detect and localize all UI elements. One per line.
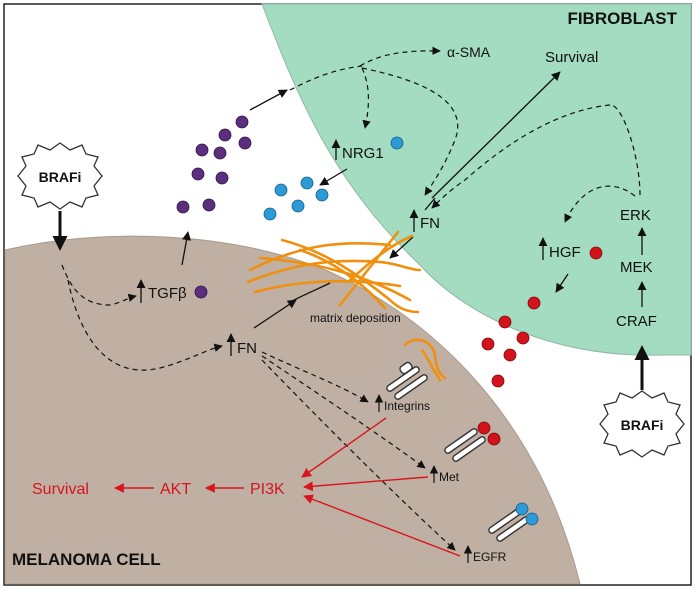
egfr-node: EGFR	[463, 545, 507, 564]
tgfb-dot	[176, 200, 190, 214]
nrg1-dot	[315, 188, 329, 202]
hgf-dot	[589, 246, 603, 260]
erk-to-fn-arrow	[431, 104, 611, 209]
fibroblast-survival-label: Survival	[545, 49, 598, 66]
fibroblast-region	[261, 3, 692, 356]
brafi-left-badge: BRAFi	[17, 142, 103, 210]
tgfb-dot	[238, 136, 252, 150]
matrix-deposition-label: matrix deposition	[310, 311, 401, 325]
melanoma-title: MELANOMA CELL	[12, 550, 161, 569]
hgf-dot	[491, 374, 505, 388]
integrins-label: Integrins	[384, 399, 430, 413]
fn-secretion-arrow	[389, 236, 414, 259]
met-receptor	[444, 428, 486, 462]
tgfb-dot	[218, 128, 232, 142]
hgf-secretion-arrow	[555, 273, 569, 293]
erk-signal-line	[611, 104, 641, 196]
nrg1-dot	[390, 136, 404, 150]
tgfb-dot	[213, 146, 227, 160]
tgfb-dot	[235, 115, 249, 129]
brafi-to-fn-arrow	[67, 279, 223, 371]
hgf-dot	[516, 331, 530, 345]
egfr-to-pi3k-arrow	[303, 494, 461, 557]
signal-to-fn-arrow	[361, 67, 459, 196]
fn-to-integrins-arrow	[261, 351, 369, 403]
nrg1-dot	[291, 199, 305, 213]
melanoma-survival-label: Survival	[32, 481, 89, 498]
nrg1-secretion-arrow	[319, 168, 348, 186]
nrg1-dot	[300, 176, 314, 190]
hgf-node: HGF	[538, 237, 603, 261]
tgfb-label: TGFβ	[148, 285, 187, 302]
nrg1-node: NRG1	[331, 136, 404, 162]
asma-label: α-SMA	[447, 44, 491, 60]
brafi-to-tgfb-arrow	[61, 264, 137, 306]
integrin-fiber	[420, 348, 442, 382]
tgfb-to-fibroblast-arrow	[249, 89, 288, 111]
tgfb-signal-line	[289, 65, 363, 91]
tgfb-node-dot	[194, 285, 208, 299]
egfr-label: EGFR	[473, 550, 507, 564]
fn-to-egfr-arrow	[261, 359, 456, 551]
melanoma-fn-label: FN	[237, 340, 257, 357]
met-hgf-dot	[477, 421, 491, 435]
fibroblast-fn-label: FN	[420, 215, 440, 232]
hgf-dot	[503, 348, 517, 362]
akt-label: AKT	[160, 481, 191, 498]
craf-label: CRAF	[616, 313, 657, 330]
matrix-fibers	[246, 230, 422, 314]
integrins-to-pi3k-arrow	[301, 417, 387, 478]
signal-to-nrg1-arrow	[361, 67, 371, 129]
nrg1-dot	[263, 207, 277, 221]
fn-to-matrix-arrow	[253, 299, 297, 329]
fn-to-survival-arrow	[431, 71, 561, 199]
brafi-right-label: BRAFi	[621, 417, 664, 433]
tgfb-secretion-arrow	[181, 231, 192, 266]
tgfb-dot	[202, 198, 216, 212]
nrg1-label: NRG1	[342, 145, 384, 162]
nrg1-dot	[274, 183, 288, 197]
mek-label: MEK	[620, 259, 653, 276]
nrg1-dots	[263, 176, 329, 221]
hgf-dot	[481, 337, 495, 351]
melanoma-fn-node: FN	[226, 333, 257, 357]
integrin-fiber	[403, 338, 447, 380]
met-node: Met	[429, 465, 460, 484]
tgfb-to-asma-arrow	[359, 46, 441, 67]
brafi-left-label: BRAFi	[39, 169, 82, 185]
met-label: Met	[439, 470, 460, 484]
erk-to-hgf-arrow	[564, 185, 636, 223]
egfr-nrg1-dot	[515, 502, 529, 516]
erk-label: ERK	[620, 207, 651, 224]
egfr-nrg1-dot	[525, 512, 539, 526]
tgfb-dot	[195, 143, 209, 157]
met-hgf-dot	[487, 432, 501, 446]
brafi-right-badge: BRAFi	[599, 390, 685, 458]
integrins-node: Integrins	[374, 394, 430, 413]
pi3k-label: PI3K	[250, 481, 285, 498]
fibroblast-title: FIBROBLAST	[567, 9, 677, 28]
met-to-pi3k-arrow	[303, 476, 429, 492]
tgfb-node: TGFβ	[136, 279, 208, 303]
fibroblast-fn-node: FN	[409, 209, 440, 232]
tgfb-dot	[215, 171, 229, 185]
hgf-dot	[498, 315, 512, 329]
integrin-receptor	[386, 361, 428, 400]
hgf-dots	[481, 296, 541, 388]
tgfb-dot	[191, 167, 205, 181]
tgfb-dots	[176, 115, 252, 214]
hgf-label: HGF	[549, 244, 581, 261]
hgf-dot	[527, 296, 541, 310]
